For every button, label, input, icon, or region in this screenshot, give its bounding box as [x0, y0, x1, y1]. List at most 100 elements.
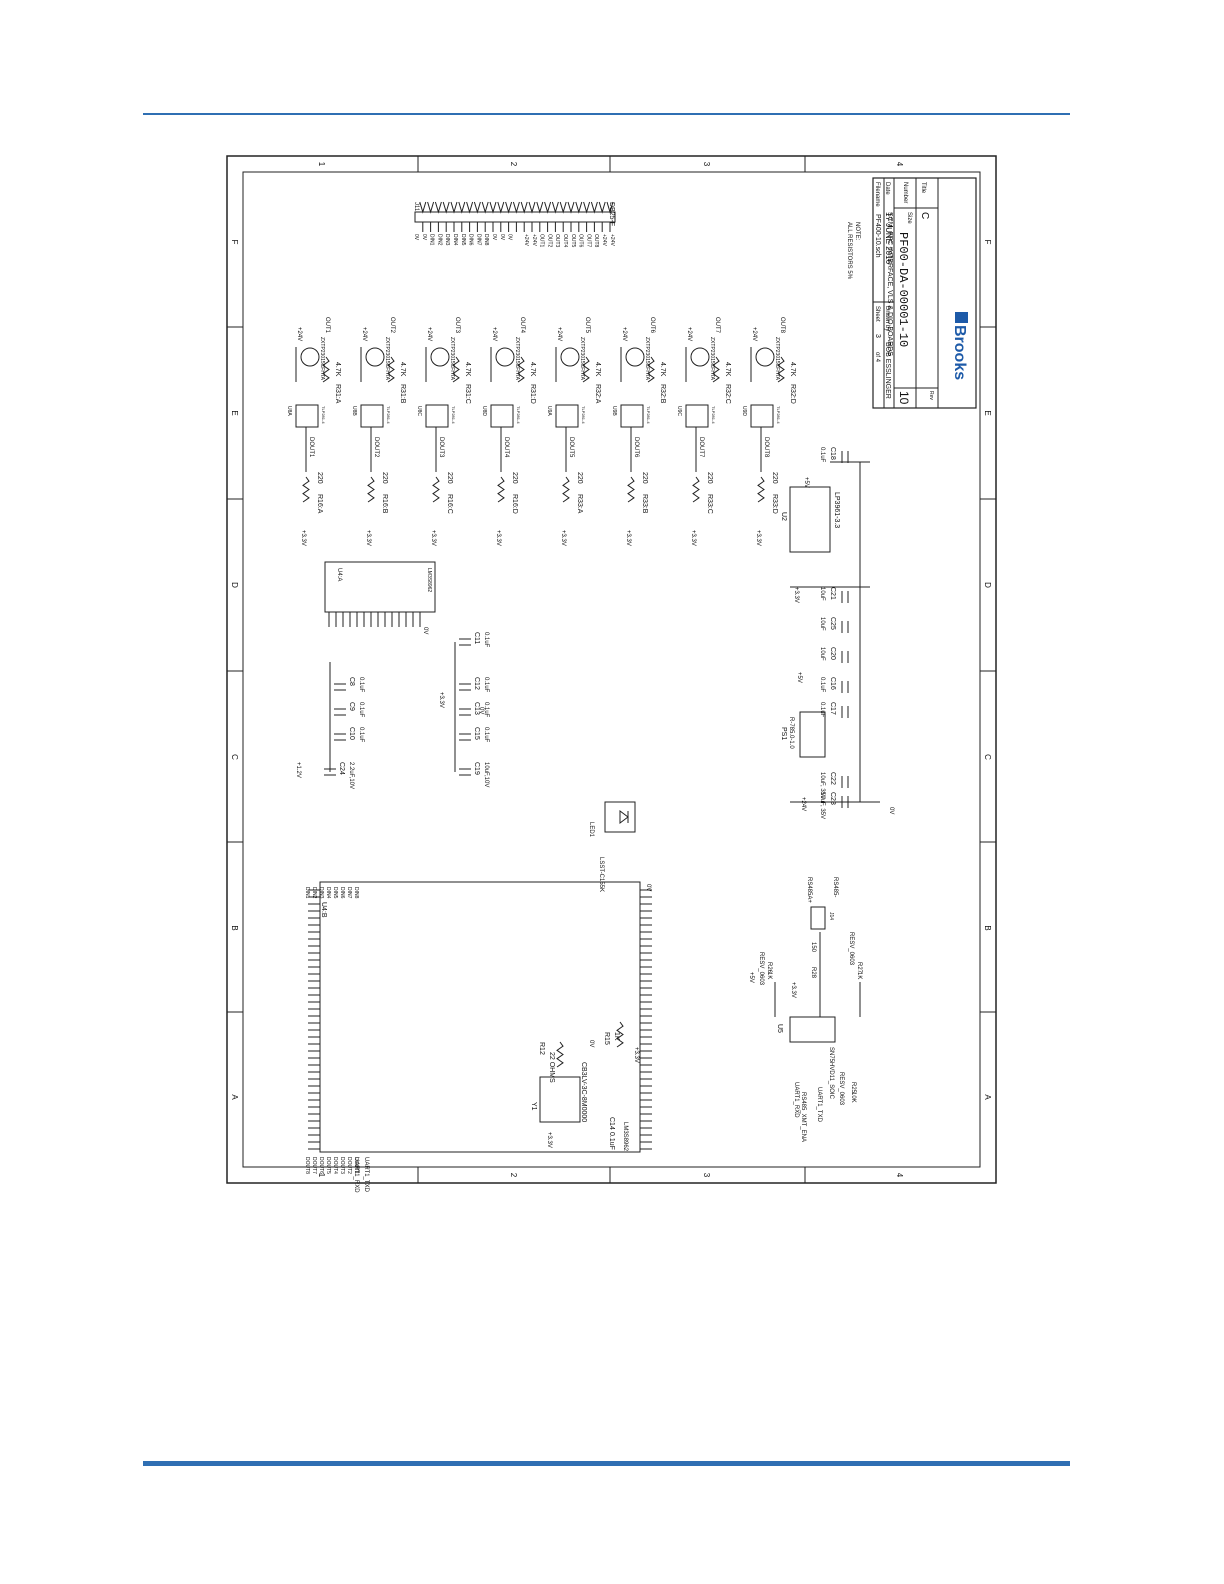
drawn-by-label: Drawn by: [884, 306, 890, 331]
j11-left-label: DIN1: [429, 234, 435, 246]
r26-note: RESV_0603: [758, 952, 764, 986]
led1: LED1 LSST-C155K: [588, 801, 636, 892]
date-label: Date: [884, 182, 890, 195]
size-value: C: [919, 212, 930, 219]
frame-zone-right-A: A: [983, 1094, 992, 1100]
c14-val: 0.1uF: [608, 1132, 615, 1150]
cap-val: 10uF: [819, 617, 825, 631]
cap-ref: C8: [348, 677, 355, 686]
u4b-part: LM3S8962: [622, 1122, 628, 1152]
transistor-part: ZXTP23015CFHTA: [709, 337, 715, 381]
j11-right-label: OUT5: [570, 234, 576, 248]
opto-box: [490, 404, 514, 428]
y1-v33: +3.3V: [546, 1132, 552, 1148]
transistor-icon: [365, 347, 385, 367]
brooks-logo-icon: Brooks: [951, 312, 968, 380]
cap-ref: C9: [348, 702, 355, 711]
resistor-icon: [452, 356, 460, 383]
j11-pin-arrow: [551, 201, 559, 214]
ropt-val: 4.7K: [724, 362, 731, 377]
resistor-icon: [562, 476, 570, 503]
cap-ref: C22: [829, 772, 836, 785]
ropt-val: 4.7K: [399, 362, 406, 377]
u4b-uart-rx: UART1_RXD: [353, 1157, 359, 1193]
resistor-icon: [647, 356, 655, 383]
date-value: 17 JUNE 2016: [884, 212, 893, 265]
resistor-icon: [712, 356, 720, 383]
r28-val: 150: [810, 942, 816, 953]
cap-ref: C25: [829, 617, 836, 630]
j11-right-label: OUT6: [578, 234, 584, 248]
ropt-val: 4.7K: [529, 362, 536, 377]
transistor-part: ZXTP23015CFHTA: [774, 337, 780, 381]
cap-ref: C24: [338, 762, 345, 775]
opto-part: TLP281-4: [516, 406, 521, 424]
frame-zone-left-F: F: [230, 240, 239, 245]
frame-zone-top-3: 3: [702, 162, 711, 167]
frame-zone-left-E: E: [230, 410, 239, 415]
rin-ref: R33:D: [771, 494, 778, 514]
opto-box: [360, 404, 384, 428]
j11-right-label: OUT4: [562, 234, 568, 248]
cap-ref: C16: [829, 677, 836, 690]
j11-left-label: 0V: [491, 234, 497, 241]
rin-ref: R33:A: [576, 494, 583, 514]
frame-zone-bottom-1: 1: [317, 1173, 326, 1178]
note-line-2: ALL RESISTORS 5%: [846, 222, 852, 280]
frame-zone-left-D: D: [230, 582, 239, 588]
opto-part: TLP281-4: [386, 406, 391, 424]
cap-val: 0.1uF: [819, 677, 825, 693]
u4b-dout-label: DOUT4: [332, 1157, 338, 1174]
channel-v33: +3.3V: [300, 530, 306, 546]
j11-left-label: DIN8: [483, 234, 489, 246]
title-text: SCM, FFC INTERFACE, VLS & DIO BOARDS: [886, 212, 893, 356]
opto-box: [555, 404, 579, 428]
v33-rail-decoupling: +3.3V: [438, 692, 444, 708]
u4b-din-label: DIN2: [311, 887, 317, 899]
sheet-value: 3: [874, 334, 881, 338]
sheet-of: of 4: [874, 352, 880, 363]
r15-val: 1K: [613, 1032, 620, 1041]
j11-pin-arrow: [434, 201, 442, 214]
j11-right-label: OUT8: [593, 234, 599, 248]
cap-val: 10uF, 35V: [819, 792, 825, 819]
rs485-v5: +5V: [748, 972, 754, 983]
cap-ref: C11: [473, 632, 480, 644]
cap-ref: C21: [829, 587, 836, 600]
cap-val: 10uF: [819, 587, 825, 601]
u4b-din-label: DIN6: [339, 887, 345, 899]
j11-pin-arrow: [598, 201, 606, 214]
ropt-ref: R32:A: [594, 384, 601, 404]
title-block: Title Size SCM, FFC INTERFACE, VLS & DIO…: [872, 177, 977, 409]
channel-v33: +3.3V: [365, 530, 371, 546]
resistor-icon: [497, 476, 505, 503]
j11-pin-arrow: [497, 201, 505, 214]
channel-v33: +3.3V: [560, 530, 566, 546]
resistor-icon: [322, 356, 330, 383]
cap-val: 10uF,10V: [483, 762, 489, 787]
j11-pin-arrow: [419, 201, 427, 214]
ropt-val: 4.7K: [659, 362, 666, 377]
j11-pin-arrow: [442, 201, 450, 214]
power-v5-u2: +5V: [803, 477, 809, 488]
j11-pin-arrow: [606, 201, 614, 214]
opto-part: TLP281-4: [776, 406, 781, 424]
channel-out-label: OUT1: [324, 317, 330, 334]
opto-box: [685, 404, 709, 428]
frame-zone-bottom-2: 2: [509, 1173, 518, 1178]
opto-box: [425, 404, 449, 428]
cap-ref: C12: [473, 677, 480, 690]
j11-left-label: DIN4: [452, 234, 458, 246]
frame-zone-bottom-3: 3: [702, 1173, 711, 1178]
rs485-a: RS485A+: [806, 877, 812, 903]
resistor-icon: [556, 1041, 564, 1068]
r15-ref: R15: [603, 1032, 610, 1045]
channel-out-label: OUT4: [519, 317, 525, 334]
j11-ref: J11: [413, 202, 419, 212]
